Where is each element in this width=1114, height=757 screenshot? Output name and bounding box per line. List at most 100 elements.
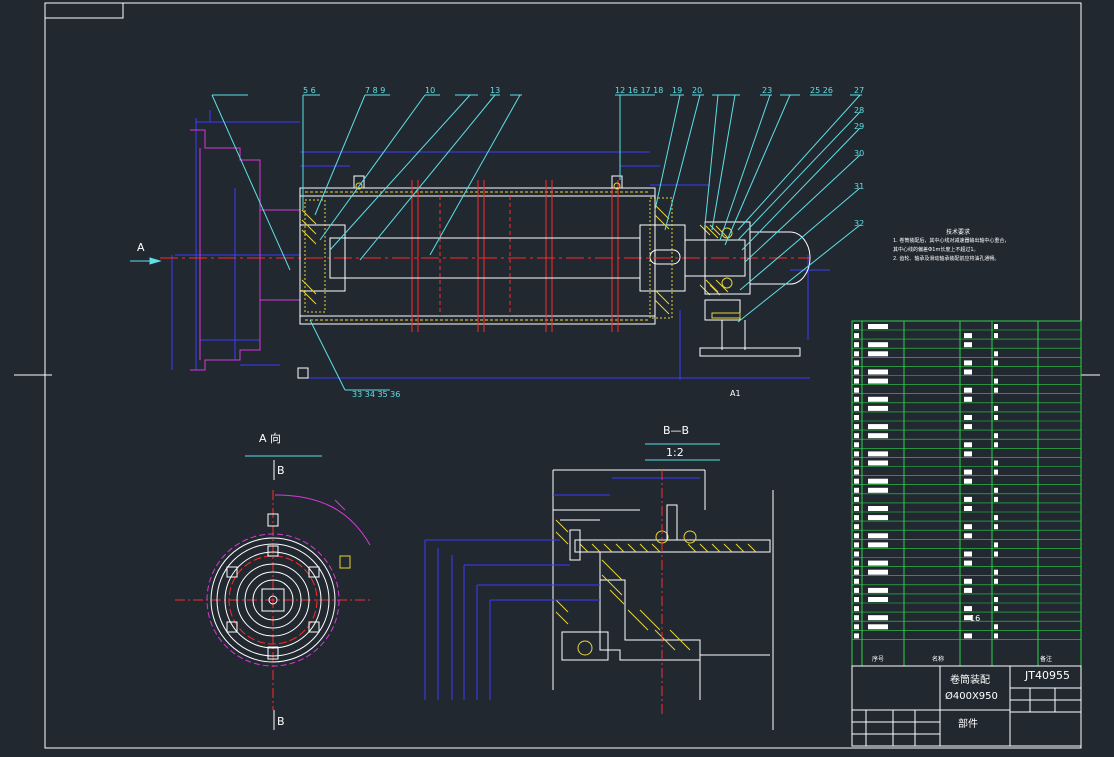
right-bearing-housing [699,221,811,357]
bom-cell-mark [964,360,972,366]
bom-footer-right: 备注 [1040,656,1053,663]
bom-cell-mark [994,351,998,357]
drawing-name-line1: 卷筒装配 [950,675,990,686]
bom-cell-mark [868,597,888,602]
bom-cell-mark [868,460,888,466]
bom-cell-mark [854,624,859,630]
bom-cell-mark [854,524,859,530]
bom-cell-mark [994,378,998,384]
bom-cell-mark [854,442,859,448]
bom-cell-mark [868,405,888,411]
bom-cell-mark [964,424,972,430]
bom-cell-mark [868,396,888,402]
bom-cell-mark [868,351,888,357]
balloon-20: 20 [692,86,703,95]
a-view-bolts [226,513,351,660]
bom-cell-mark [868,369,888,375]
view-arrow-a [130,257,162,265]
bom-cell-mark [854,542,859,548]
drawing-number: JT40955 [1025,669,1070,682]
bom-cell-mark [994,387,998,393]
bom-cell-mark [964,615,972,621]
balloon-7-8-9: 7 8 9 [365,86,386,95]
bom-cell-mark [964,451,972,457]
bom-cell-mark [854,551,859,557]
bom-cell-mark [964,478,972,484]
bom-cell-mark [854,597,859,602]
tech-req-item: 2. 齿轮、轴承及滑动轴承装配前应将油孔通畅。 [893,256,1000,262]
bom-cell-mark [994,578,998,584]
tech-req-heading: 技术要求 [945,229,970,236]
section-mark-b-bottom: B [277,715,285,728]
tech-req-item: 其中心线的偏差Ф1m长度上不超过1。 [893,247,979,253]
top-bolts [353,175,623,190]
main-assembly-view [130,94,862,391]
bom-cell-mark [964,342,972,348]
bom-cell-mark [868,324,888,329]
section-mark-b-top: B [277,464,285,477]
balloon-5-6: 5 6 [303,86,316,95]
bom-cell-mark [964,469,972,475]
bom-cell-mark [854,496,859,502]
bb-section-title: B—B [663,424,690,437]
balloon-31: 31 [854,182,865,191]
bom-cell-mark [854,369,859,375]
drawing-name-line2: Ø400X950 [945,691,998,702]
bom-cell-mark [964,551,972,557]
bom-cell-mark [994,360,998,366]
balloon-28: 28 [854,106,865,115]
bom-cell-mark [868,433,888,439]
bom-cell-mark [994,469,998,475]
bom-cell-mark [964,578,972,584]
bom-cell-mark [854,405,859,411]
bom-cell-mark [854,478,859,484]
a1-label: A1 [730,389,741,398]
bom-cell-mark [854,633,859,639]
bom-cell-mark [964,442,972,448]
bom-cell-mark [854,396,859,402]
balloon-27: 27 [854,86,865,95]
bom-cell-mark [868,424,888,430]
bom-cell-mark [868,533,888,539]
balloon-23: 23 [762,86,773,95]
bom-qty-16: 16 [970,614,981,623]
dimension-lines [171,110,830,380]
bom-cell-mark [964,369,972,375]
bom-cell-mark [994,487,998,493]
bom-cell-mark [854,506,859,511]
bom-cell-mark [854,515,859,521]
bom-footer-mid: 名称 [932,656,945,663]
balloon-33-36: 33 34 35 36 [352,390,401,399]
balloon-19: 19 [672,86,683,95]
bom-cell-mark [854,378,859,384]
bom-cell-mark [854,342,859,348]
part-type: 部件 [958,719,978,730]
bom-cell-mark [868,615,888,621]
arrow-a-label: A [137,241,145,254]
bom-cell-mark [994,551,998,557]
bb-section-view [424,443,774,730]
bom-cell-mark [964,524,972,530]
left-flange-assembly [190,129,301,371]
balloon-13: 13 [490,86,501,95]
bom-cell-mark [868,560,888,566]
balloon-10: 10 [425,86,436,95]
bom-cell-mark [854,360,859,366]
bom-cell-mark [854,351,859,357]
center-and-rib-lines [160,180,810,332]
bom-cell-mark [854,424,859,430]
bom-cell-mark [868,569,888,575]
bom-cell-mark [994,542,998,548]
balloon-32: 32 [854,219,865,228]
bom-cell-mark [964,496,972,502]
balloon-12-16-17-18: 12 16 17 18 [615,86,664,95]
technical-requirements: 技术要求 1. 卷筒装配后，其中心线对减速器输出轴中心重合， 其中心线的偏差Ф1… [893,228,1093,264]
bom-cell-mark [994,405,998,411]
bom-cell-mark [994,496,998,502]
bom-cell-mark [854,324,859,329]
right-bearing-hatch [705,225,733,293]
a-view [175,455,371,730]
bom-footer-left: 序号 [872,656,885,663]
title-block-frame [851,665,1082,747]
bom-cell-mark [868,342,888,348]
